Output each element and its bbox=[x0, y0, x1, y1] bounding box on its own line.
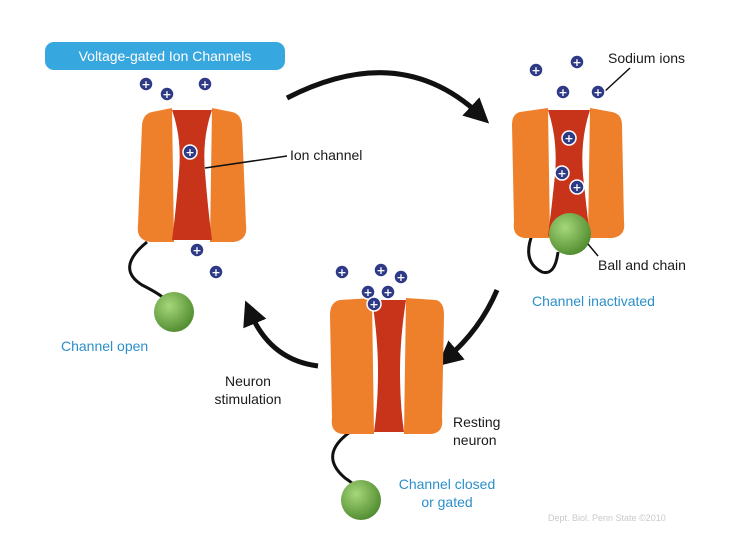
sodium-ion-sign: + bbox=[531, 64, 540, 77]
channel-open-label: Channel open bbox=[61, 338, 149, 354]
sodium-ion-body bbox=[159, 86, 175, 102]
neuron-stimulation-label: Neuron stimulation bbox=[208, 372, 288, 408]
sodium-ion-body bbox=[360, 284, 376, 300]
channel-body bbox=[404, 298, 444, 434]
channel-open-group bbox=[128, 108, 247, 332]
sodium-ion-sign: + bbox=[211, 266, 220, 279]
sodium-ion-sign: + bbox=[192, 244, 201, 257]
sodium-ion-body bbox=[554, 165, 570, 181]
sodium-ion: + bbox=[189, 242, 205, 258]
channel-body bbox=[137, 108, 174, 242]
sodium-ion: + bbox=[590, 84, 606, 100]
channel-closed-group bbox=[330, 298, 444, 520]
sodium-ion-sign: + bbox=[572, 181, 581, 194]
sodium-ion-body bbox=[528, 62, 544, 78]
sodium-ion: + bbox=[393, 269, 409, 285]
sodium-ion: + bbox=[138, 76, 154, 92]
sodium-ion-sign: + bbox=[383, 286, 392, 299]
channel-body bbox=[330, 298, 374, 434]
channel-ball bbox=[549, 213, 591, 255]
sodium-ion: + bbox=[159, 86, 175, 102]
channel-chain bbox=[527, 234, 560, 275]
ion-channel-pointer bbox=[204, 155, 288, 169]
sodium-ion-sign: + bbox=[363, 286, 372, 299]
sodium-ion-sign: + bbox=[396, 271, 405, 284]
sodium-ion: + bbox=[197, 76, 213, 92]
neuron-stimulation-line: stimulation bbox=[214, 391, 282, 407]
channel-inactivated-label: Channel inactivated bbox=[532, 293, 655, 309]
sodium-ion-body bbox=[334, 264, 350, 280]
channel-pore bbox=[172, 110, 212, 240]
sodium-ion-sign: + bbox=[376, 264, 385, 277]
sodium-ion-sign: + bbox=[162, 88, 171, 101]
sodium-ions-pointer bbox=[603, 67, 631, 93]
channel-body bbox=[512, 108, 550, 238]
sodium-ions: +++++++++++++++++++ bbox=[138, 54, 606, 312]
ball-and-chain-label: Ball and chain bbox=[598, 257, 686, 273]
sodium-ion: + bbox=[569, 54, 585, 70]
sodium-ion-body bbox=[197, 76, 213, 92]
sodium-ion-body bbox=[189, 242, 205, 258]
sodium-ion: + bbox=[360, 284, 376, 300]
sodium-ion: + bbox=[561, 130, 577, 146]
sodium-ion-sign: + bbox=[200, 78, 209, 91]
sodium-ion: + bbox=[555, 84, 571, 100]
sodium-ion-body bbox=[380, 284, 396, 300]
channel-body bbox=[210, 108, 247, 242]
sodium-ion-body bbox=[590, 84, 606, 100]
cycle-arrow-left bbox=[243, 300, 319, 369]
sodium-ion: + bbox=[182, 144, 198, 160]
sodium-ion-body bbox=[569, 179, 585, 195]
sodium-ion: + bbox=[366, 296, 382, 312]
sodium-ion-body bbox=[393, 269, 409, 285]
sodium-ion-sign: + bbox=[564, 132, 573, 145]
neuron-stimulation-line: Neuron bbox=[225, 373, 271, 389]
sodium-ion: + bbox=[208, 264, 224, 280]
ion-channel-label: Ion channel bbox=[290, 147, 363, 163]
sodium-ion-sign: + bbox=[593, 86, 602, 99]
channel-closed-label: Channel closed or gated bbox=[392, 475, 502, 511]
sodium-ion-body bbox=[138, 76, 154, 92]
cycle-arrow-top bbox=[285, 70, 490, 124]
ball-and-chain-pointer bbox=[587, 243, 599, 257]
sodium-ion-body bbox=[366, 296, 382, 312]
channel-ball bbox=[341, 480, 381, 520]
sodium-ion-body bbox=[182, 144, 198, 160]
channel-closed-line: Channel closed bbox=[398, 476, 496, 492]
channel-pore bbox=[372, 300, 406, 432]
sodium-ion-body bbox=[373, 262, 389, 278]
sodium-ion-body bbox=[569, 54, 585, 70]
sodium-ion-sign: + bbox=[572, 56, 581, 69]
sodium-ion: + bbox=[373, 262, 389, 278]
sodium-ion-sign: + bbox=[185, 146, 194, 159]
sodium-ions-label: Sodium ions bbox=[608, 50, 686, 66]
sodium-ion-sign: + bbox=[337, 266, 346, 279]
sodium-ion: + bbox=[334, 264, 350, 280]
sodium-ion-sign: + bbox=[369, 298, 378, 311]
resting-neuron-line: neuron bbox=[453, 432, 497, 448]
channel-body bbox=[588, 108, 625, 238]
resting-neuron-label: Resting neuron bbox=[453, 413, 500, 449]
diagram-title: Voltage-gated Ion Channels bbox=[45, 42, 285, 70]
sodium-ion-body bbox=[208, 264, 224, 280]
resting-neuron-line: Resting bbox=[453, 414, 501, 430]
sodium-ion: + bbox=[528, 62, 544, 78]
sodium-ion: + bbox=[554, 165, 570, 181]
sodium-ion-sign: + bbox=[557, 167, 566, 180]
sodium-ion-body bbox=[561, 130, 577, 146]
sodium-ion: + bbox=[569, 179, 585, 195]
credit-text: Dept. Biol. Penn State ©2010 bbox=[548, 513, 666, 523]
sodium-ion-sign: + bbox=[141, 78, 150, 91]
channel-ball bbox=[154, 292, 194, 332]
sodium-ion: + bbox=[380, 284, 396, 300]
cycle-arrow-right bbox=[437, 289, 500, 367]
sodium-ion-sign: + bbox=[558, 86, 567, 99]
channel-closed-line: or gated bbox=[421, 494, 473, 510]
channel-chain bbox=[128, 240, 170, 304]
sodium-ion-body bbox=[555, 84, 571, 100]
